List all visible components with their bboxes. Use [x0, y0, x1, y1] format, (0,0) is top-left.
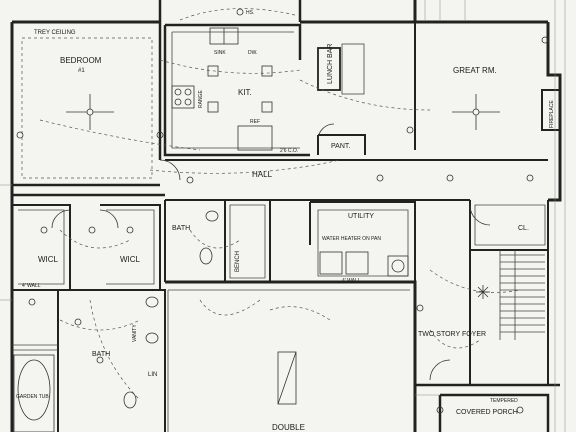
label-fireplace: FIREPLACE [549, 100, 555, 128]
label-covered-porch: COVERED PORCH [456, 409, 518, 416]
label-wicl-right: WICL [120, 255, 141, 264]
label-bench: BENCH [235, 251, 241, 272]
label-hs: HS. [246, 10, 254, 16]
label-utility: UTILITY [348, 213, 374, 220]
walls [10, 0, 562, 432]
label-range: RANGE [198, 90, 204, 108]
chandelier-icon [476, 285, 490, 299]
light-fixture-icons [16, 8, 549, 414]
label-two-story-foyer: TWO STORY FOYER [418, 331, 486, 338]
water-heater-icon [387, 255, 409, 277]
label-lunch-bar: LUNCH BAR [327, 44, 334, 84]
label-great-rm: GREAT RM. [453, 66, 497, 75]
garden-tub-icon [17, 359, 51, 421]
label-wall-left: 4' WALL [22, 283, 41, 289]
label-bath-lower: BATH [92, 351, 110, 358]
label-trey-ceiling: TREY CEILING [34, 30, 76, 36]
label-ref: REF [250, 119, 260, 125]
refrigerator-icon [237, 125, 273, 151]
label-bedroom: BEDROOM [60, 56, 102, 65]
ceiling-fan-icon [452, 94, 500, 130]
label-double: DOUBLE [272, 423, 305, 432]
label-wicl-left: WICL [38, 255, 59, 264]
label-kit: KIT. [238, 88, 252, 97]
label-cl: CL. [518, 225, 529, 232]
range-icon [171, 85, 195, 109]
room-labels: TREY CEILING BEDROOM #1 KIT. SINK DW. RA… [16, 10, 555, 432]
label-bath-upper: BATH [172, 225, 190, 232]
label-sink: SINK [214, 50, 226, 56]
label-dim-kit: 2'6 C.O. [280, 148, 298, 154]
label-hall: HALL [252, 170, 273, 179]
dryer-icon [345, 251, 369, 275]
label-garden-tub: GARDEN TUB [16, 394, 49, 400]
label-wall-util: 4' WALL [342, 278, 361, 284]
label-bedroom-number: #1 [78, 68, 85, 74]
ceiling-fan-icon [66, 94, 114, 130]
dashed-lines [21, 8, 521, 401]
label-vanity: VANITY [132, 324, 138, 342]
fixtures [13, 8, 549, 432]
label-pant: PANT. [331, 143, 350, 150]
label-water-heater: WATER HEATER ON PAN [322, 236, 381, 242]
label-dw: DW. [248, 50, 257, 56]
washer-icon [319, 251, 343, 275]
label-lin: LIN [148, 372, 157, 378]
label-tempered: TEMPERED [490, 398, 518, 404]
